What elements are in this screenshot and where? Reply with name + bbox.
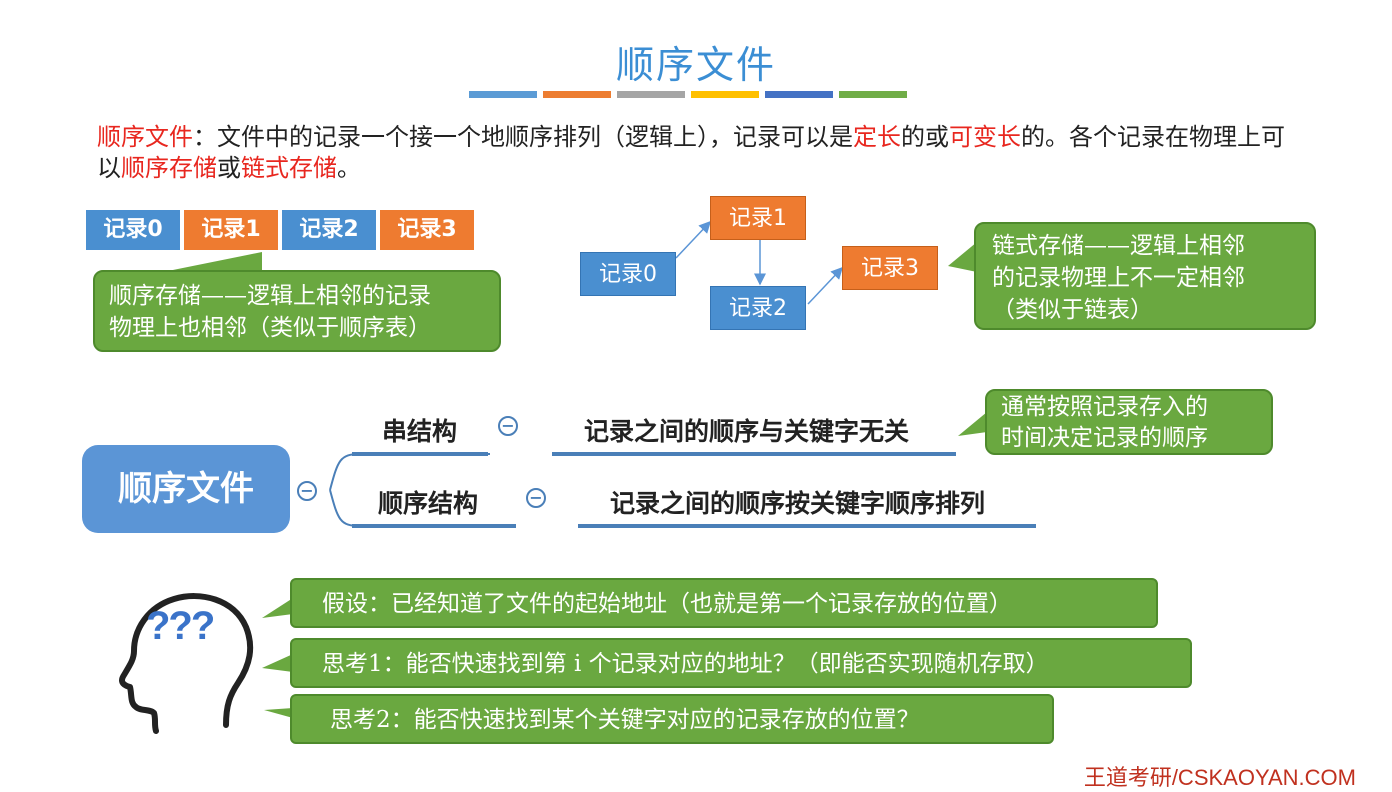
callout-line: （类似于链表）	[992, 297, 1153, 323]
callout-line: 通常按照记录存入的	[1001, 394, 1208, 420]
callout-pointer	[158, 252, 262, 273]
record-block: 记录3	[380, 210, 474, 250]
linked-node: 记录0	[580, 252, 676, 296]
term: 链式存储	[241, 154, 337, 182]
hint-callout: 通常按照记录存入的 时间决定记录的顺序	[985, 389, 1273, 455]
term: 定长	[853, 123, 901, 151]
question-box: 思考2：能否快速找到某个关键字对应的记录存放的位置？	[290, 694, 1054, 744]
callout-line: 物理上也相邻（类似于顺序表）	[109, 315, 431, 341]
page-title: 顺序文件	[615, 43, 776, 87]
question-box: 思考1：能否快速找到第 i 个记录对应的地址？（即能否实现随机存取）	[290, 638, 1192, 688]
mindmap-branch-label: 串结构	[382, 417, 458, 446]
text-span: 的。各个记录在物理上可以	[97, 123, 1285, 182]
record-block: 记录1	[184, 210, 278, 250]
term: 顺序存储	[121, 154, 217, 182]
text-span: ：文件中的记录一个接一个地顺序排列（逻辑上），记录可以是	[193, 123, 853, 151]
linked-arrows	[675, 220, 844, 305]
callout-line: 链式存储——逻辑上相邻	[992, 233, 1245, 259]
linked-node: 记录3	[842, 246, 938, 290]
mindmap-detail: 记录之间的顺序与关键字无关	[584, 417, 910, 446]
question-marks: ???	[146, 604, 215, 648]
sequential-records: 记录0 记录1 记录2 记录3	[86, 210, 478, 250]
callout-line: 的记录物理上不一定相邻	[992, 265, 1245, 291]
mindmap-root[interactable]: 顺序文件	[82, 445, 290, 533]
collapse-toggle-branch[interactable]: −	[526, 488, 546, 508]
callout-pointer	[958, 412, 987, 436]
sequential-callout: 顺序存储——逻辑上相邻的记录 物理上也相邻（类似于顺序表）	[93, 270, 501, 352]
callout-pointer	[948, 242, 977, 272]
definition-text: 顺序文件：文件中的记录一个接一个地顺序排列（逻辑上），记录可以是定长的或可变长的…	[97, 122, 1297, 184]
color-segment	[691, 91, 759, 98]
thinking-head-icon	[119, 593, 254, 734]
color-segment	[543, 91, 611, 98]
term: 可变长	[949, 123, 1021, 151]
question-box: 假设：已经知道了文件的起始地址（也就是第一个记录存放的位置）	[290, 578, 1158, 628]
term: 顺序文件	[97, 123, 193, 151]
callout-line: 顺序存储——逻辑上相邻的记录	[109, 283, 431, 309]
callout-line: 时间决定记录的顺序	[1001, 425, 1208, 451]
text-span: 或	[217, 154, 241, 182]
linked-node: 记录2	[710, 286, 806, 330]
text-span: 的或	[901, 123, 949, 151]
collapse-toggle-root[interactable]: −	[297, 481, 317, 501]
color-segment	[765, 91, 833, 98]
mindmap-connectors	[329, 452, 1036, 528]
color-segment	[617, 91, 685, 98]
record-block: 记录0	[86, 210, 180, 250]
color-segment	[839, 91, 907, 98]
color-segment	[469, 91, 537, 98]
mindmap-detail: 记录之间的顺序按关键字顺序排列	[610, 489, 986, 518]
title-color-bar	[469, 91, 907, 98]
record-block: 记录2	[282, 210, 376, 250]
linked-node: 记录1	[710, 196, 806, 240]
footer-brand: 王道考研/CSKAOYAN.COM	[1083, 765, 1356, 790]
collapse-toggle-branch[interactable]: −	[498, 416, 518, 436]
linked-callout: 链式存储——逻辑上相邻 的记录物理上不一定相邻 （类似于链表）	[974, 222, 1316, 330]
text-span: 。	[337, 154, 361, 182]
mindmap-branch-label: 顺序结构	[378, 489, 479, 518]
callout-pointers	[262, 598, 293, 718]
